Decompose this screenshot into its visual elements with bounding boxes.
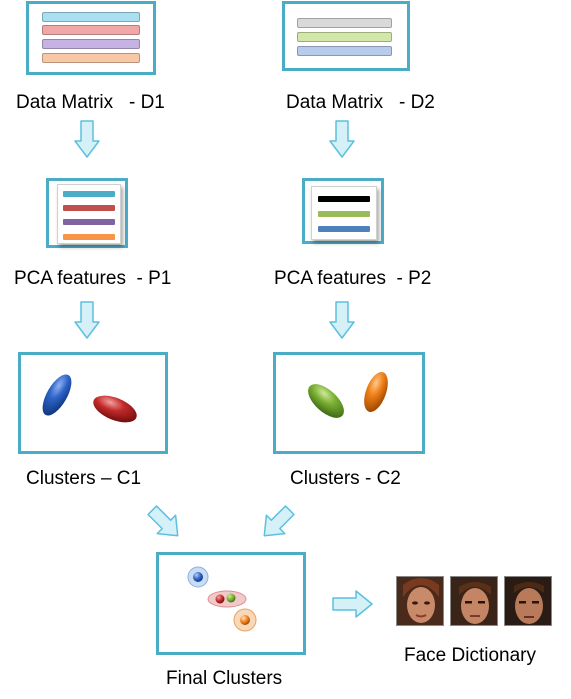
d1-row-1 <box>42 12 140 22</box>
data-matrix-d2-label: Data Matrix - D2 <box>286 92 435 113</box>
down-arrow-icon <box>329 301 355 339</box>
face-thumbnail-icon <box>396 576 444 626</box>
face-thumbnail-icon <box>504 576 552 626</box>
clusters-c2-box <box>273 352 425 454</box>
face-dictionary <box>396 576 558 628</box>
c2-green-cluster <box>308 384 344 418</box>
c1-blue-cluster <box>42 374 72 416</box>
d2-row-2 <box>297 32 392 42</box>
final-green-point <box>226 593 236 603</box>
final-clusters-label: Final Clusters <box>166 668 283 689</box>
p1-row-2 <box>63 205 115 211</box>
face-dictionary-label: Face Dictionary <box>404 645 536 666</box>
final-blue-point <box>193 572 203 582</box>
c2-clusters-svg <box>308 371 388 418</box>
down-arrow-icon <box>74 301 100 339</box>
c1-clusters-svg <box>42 374 137 423</box>
p2-card <box>311 186 377 240</box>
data-matrix-d2-box <box>282 1 410 71</box>
face-2-svg <box>451 577 497 625</box>
final-clusters-svg <box>187 566 257 632</box>
data-matrix-d1-box <box>26 1 156 75</box>
p1-row-4 <box>63 234 115 240</box>
p1-card <box>57 184 121 244</box>
face-thumbnail-icon <box>450 576 498 626</box>
p1-row-3 <box>63 219 115 225</box>
face-1-svg <box>397 577 443 625</box>
p1-row-1 <box>63 191 115 197</box>
face-3-svg <box>505 577 551 625</box>
clusters-c1-label: Clusters – C1 <box>26 468 142 489</box>
clusters-c2-label: Clusters - C2 <box>290 468 401 489</box>
final-red-point <box>215 594 225 604</box>
diagonal-arrow-icon <box>147 505 179 537</box>
pca-features-p1-label: PCA features - P1 <box>14 268 172 289</box>
final-orange-point <box>240 615 250 625</box>
clusters-c1-box <box>18 352 168 454</box>
final-clusters-box <box>156 552 306 655</box>
d2-row-3 <box>297 46 392 56</box>
c1-red-cluster <box>93 395 137 423</box>
pca-features-p2-label: PCA features - P2 <box>274 268 432 289</box>
d1-row-2 <box>42 25 140 35</box>
d1-row-3 <box>42 39 140 49</box>
c2-orange-cluster <box>364 371 388 413</box>
pca-features-p2-box <box>302 178 384 244</box>
pca-features-p1-box <box>46 178 128 248</box>
p2-row-3 <box>318 226 370 232</box>
p2-row-2 <box>318 211 370 217</box>
d2-row-1 <box>297 18 392 28</box>
diagonal-arrow-icon <box>263 505 295 537</box>
data-matrix-d1-label: Data Matrix - D1 <box>16 92 165 113</box>
right-arrow-icon <box>332 590 373 618</box>
down-arrow-icon <box>329 120 355 158</box>
p2-row-1 <box>318 196 370 202</box>
d1-row-4 <box>42 53 140 63</box>
down-arrow-icon <box>74 120 100 158</box>
